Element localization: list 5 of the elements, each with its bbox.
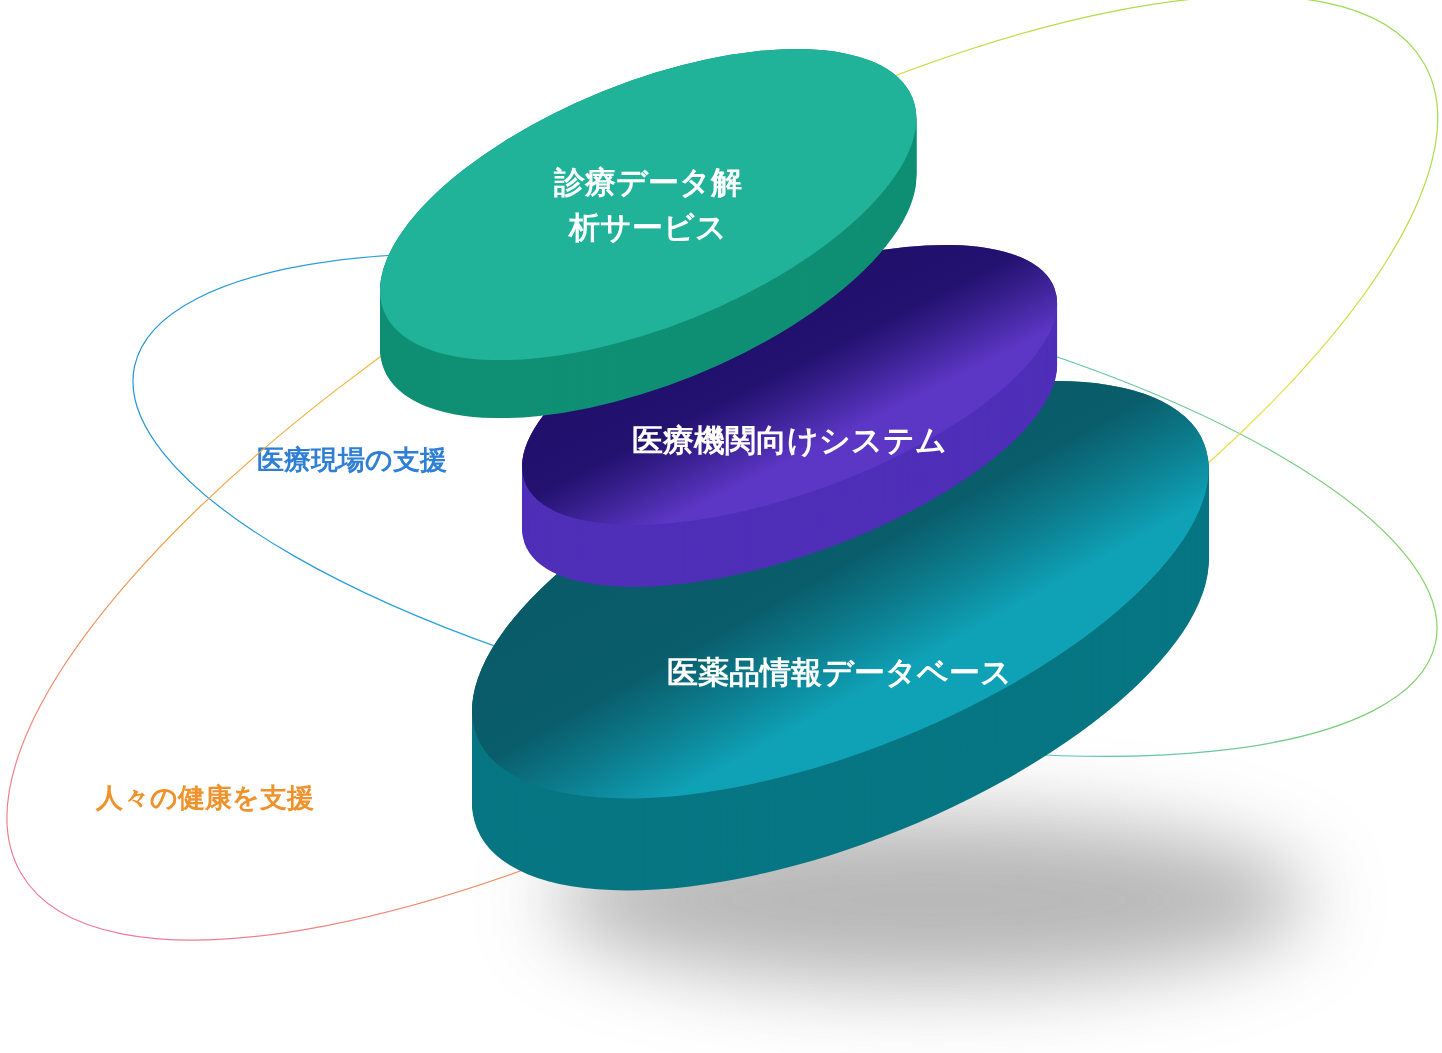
orbit-label: 医療現場の支援 bbox=[257, 443, 447, 477]
disc-label: 医療機関向けシステム bbox=[631, 420, 949, 460]
disc-label: 医薬品情報データベース bbox=[666, 652, 1014, 692]
orbit-label: 人々の健康を支援 bbox=[96, 781, 314, 815]
disc-label: 診療データ解析サービス bbox=[553, 163, 743, 247]
